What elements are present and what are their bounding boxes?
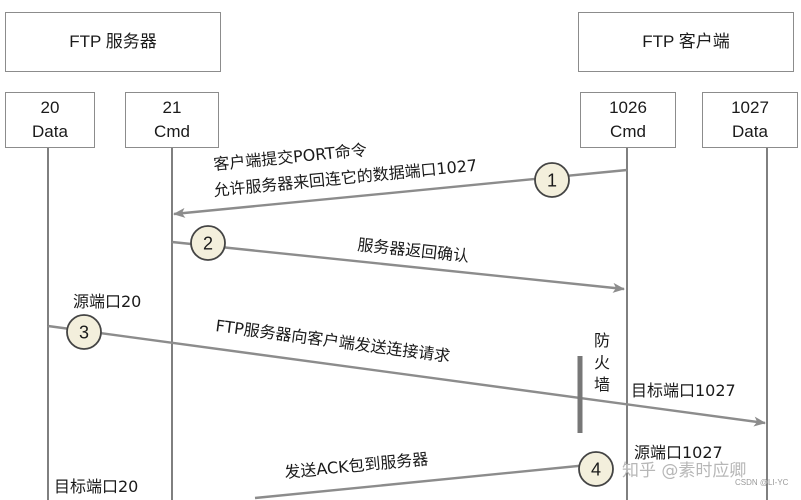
port-name: Cmd (610, 122, 646, 141)
step-3-label: FTP服务器向客户端发送连接请求 (214, 316, 451, 366)
port-box-server-cmd: 21 Cmd (125, 92, 219, 148)
step-4-destination-port: 目标端口20 (54, 477, 138, 496)
port-box-client-data: 1027 Data (702, 92, 798, 148)
port-number: 21 (162, 98, 182, 117)
port-box-server-data: 20 Data (5, 92, 95, 148)
step-3-source-port: 源端口20 (73, 292, 141, 311)
step-3-destination-port: 目标端口1027 (631, 381, 736, 400)
arrow-step-4 (254, 462, 599, 500)
step-2-marker: 2 (190, 225, 226, 261)
port-name: Data (32, 122, 68, 141)
ftp-server-title: FTP 服务器 (69, 32, 157, 51)
port-box-client-cmd: 1026 Cmd (580, 92, 676, 148)
step-number: 3 (79, 323, 89, 343)
ftp-client-title: FTP 客户端 (642, 32, 730, 51)
port-name: Data (732, 122, 768, 141)
firewall-char-1: 防 (594, 331, 610, 350)
arrow-step-3 (47, 324, 766, 427)
firewall-char-3: 墙 (594, 375, 610, 394)
step-1-marker: 1 (534, 162, 570, 198)
watermark-zhihu: 知乎 @素时应卿 (622, 461, 747, 481)
step-4-label: 发送ACK包到服务器 (284, 449, 430, 482)
port-number: 1027 (731, 98, 769, 117)
step-3-marker: 3 (66, 314, 102, 350)
port-number: 1026 (609, 98, 647, 117)
port-name: Cmd (154, 122, 190, 141)
ftp-client-title-box: FTP 客户端 (578, 12, 794, 72)
step-number: 2 (203, 234, 213, 254)
watermark-csdn: CSDN @LI-YC (735, 478, 789, 487)
arrow-step-2 (171, 240, 625, 293)
firewall-char-2: 火 (594, 353, 610, 372)
ftp-server-title-box: FTP 服务器 (5, 12, 221, 72)
port-number: 20 (40, 98, 60, 117)
step-2-label: 服务器返回确认 (357, 235, 470, 266)
step-4-marker: 4 (578, 451, 614, 487)
step-number: 1 (547, 171, 557, 191)
step-4-source-port: 源端口1027 (634, 443, 723, 462)
step-number: 4 (591, 460, 601, 480)
